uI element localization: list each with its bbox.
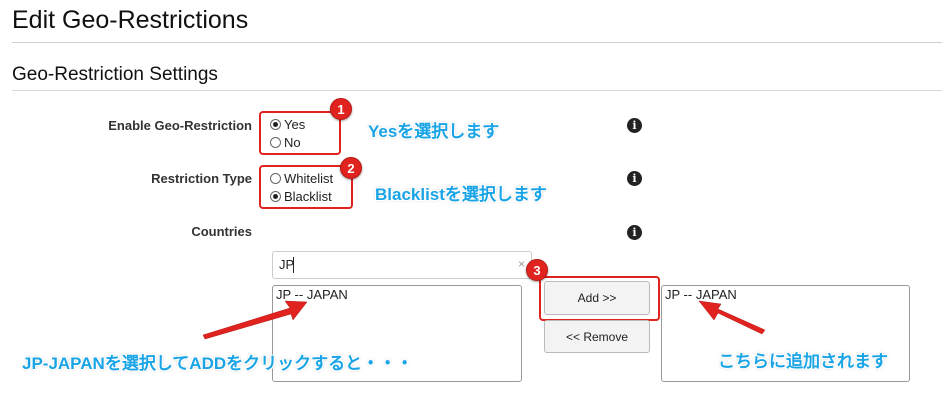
step-badge-3: 3 xyxy=(526,259,548,281)
radio-whitelist[interactable]: Whitelist xyxy=(270,169,333,187)
info-icon[interactable]: i xyxy=(627,118,642,133)
section-divider xyxy=(12,90,942,91)
country-search-value: JP xyxy=(279,257,295,272)
list-item[interactable]: JP -- JAPAN xyxy=(276,287,348,302)
radio-yes-control[interactable] xyxy=(270,118,281,130)
annotation-box-2 xyxy=(259,165,353,209)
page-title: Edit Geo-Restrictions xyxy=(12,6,249,34)
arrow-to-selected-list xyxy=(698,300,766,335)
radio-blacklist[interactable]: Blacklist xyxy=(270,187,333,205)
add-button[interactable]: Add >> xyxy=(544,281,650,315)
radio-whitelist-label: Whitelist xyxy=(284,170,334,186)
info-icon[interactable]: i xyxy=(627,225,642,240)
annotation-note-add: JP-JAPANを選択してADDをクリックすると・・・ xyxy=(22,354,414,373)
radio-whitelist-control[interactable] xyxy=(270,172,281,184)
annotation-note-added: こちらに追加されます xyxy=(718,352,888,371)
step-badge-1: 1 xyxy=(330,98,352,120)
clear-icon[interactable]: × xyxy=(517,257,525,271)
annotation-note-yes: Yesを選択します xyxy=(368,122,500,141)
arrow-to-available-list xyxy=(202,300,308,340)
country-search-input[interactable]: JP × xyxy=(272,251,532,279)
countries-label: Countries xyxy=(191,224,252,239)
list-item[interactable]: JP -- JAPAN xyxy=(665,287,737,302)
available-countries-list[interactable]: JP -- JAPAN xyxy=(272,285,522,382)
radio-no-control[interactable] xyxy=(270,136,281,148)
radio-no-label: No xyxy=(284,134,301,150)
restriction-type-radio-group: Whitelist Blacklist xyxy=(270,169,333,205)
radio-no[interactable]: No xyxy=(270,133,305,151)
section-title: Geo-Restriction Settings xyxy=(12,64,218,85)
step-badge-2: 2 xyxy=(340,157,362,179)
radio-blacklist-label: Blacklist xyxy=(284,188,332,204)
radio-blacklist-control[interactable] xyxy=(270,190,281,202)
restriction-type-label: Restriction Type xyxy=(151,171,252,186)
title-divider xyxy=(12,42,942,43)
enable-radio-group: Yes No xyxy=(270,115,305,151)
radio-yes[interactable]: Yes xyxy=(270,115,305,133)
radio-yes-label: Yes xyxy=(284,116,306,132)
text-caret xyxy=(293,257,294,273)
annotation-note-blacklist: Blacklistを選択します xyxy=(375,185,547,204)
remove-button[interactable]: << Remove xyxy=(544,320,650,353)
info-icon[interactable]: i xyxy=(627,171,642,186)
selected-countries-list[interactable]: JP -- JAPAN xyxy=(661,285,910,382)
annotation-box-1 xyxy=(259,111,341,155)
enable-geo-restriction-label: Enable Geo-Restriction xyxy=(108,118,252,133)
